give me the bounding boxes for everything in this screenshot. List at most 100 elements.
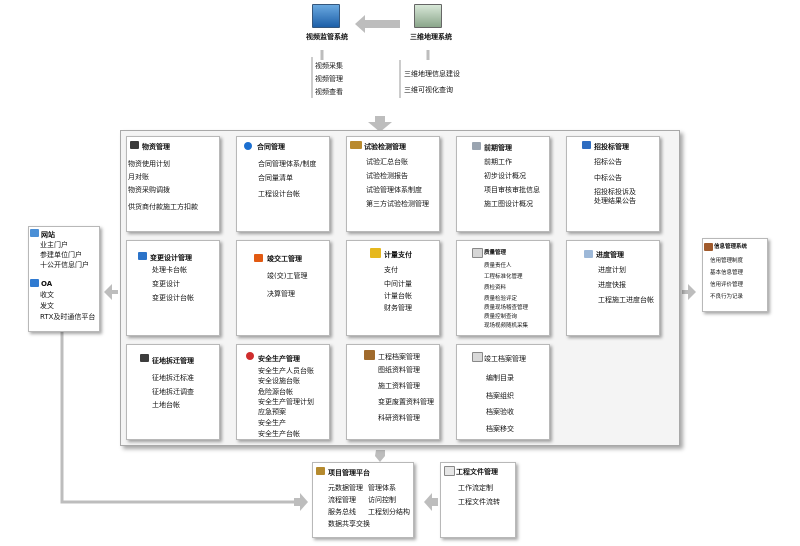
testing-item[interactable]: 试验汇总台账	[366, 158, 408, 166]
progress-item[interactable]: 进度快报	[598, 281, 626, 289]
completion-archive-item[interactable]: 档案组织	[486, 392, 514, 400]
preliminary-item[interactable]: 施工图设计概况	[484, 200, 533, 208]
video-system-title[interactable]: 视频监管系统	[306, 33, 348, 41]
safety-item[interactable]: 危险源台帐	[258, 388, 293, 396]
platform-item[interactable]: 元数据管理	[328, 484, 363, 492]
demolition-item[interactable]: 征地拆迁标准	[152, 374, 194, 382]
video-item[interactable]: 视频采集	[315, 62, 343, 70]
design-change-title[interactable]: 变更设计管理	[150, 254, 192, 262]
quality-title[interactable]: 质量管理	[484, 250, 507, 256]
platform-item[interactable]: 流程管理	[328, 496, 356, 504]
materials-item[interactable]: 物资采购调拨	[128, 186, 170, 194]
oa-item[interactable]: 收文	[40, 291, 54, 299]
quality-item[interactable]: 现场视频随机采集	[484, 323, 529, 329]
design-change-item[interactable]: 变更设计台帐	[152, 294, 194, 302]
contract-item[interactable]: 工程设计台帐	[258, 190, 300, 198]
files-item[interactable]: 工作流定制	[458, 484, 493, 492]
payment-item[interactable]: 计量台帐	[384, 292, 412, 300]
completion-archive-item[interactable]: 档案移交	[486, 425, 514, 433]
credit-item[interactable]: 信用评价管理	[710, 282, 744, 288]
payment-title[interactable]: 计量支付	[384, 251, 412, 259]
quality-item[interactable]: 质量控制查询	[484, 314, 518, 320]
video-item[interactable]: 视频查看	[315, 88, 343, 96]
payment-item[interactable]: 支付	[384, 266, 398, 274]
site-title[interactable]: 网站	[41, 231, 55, 239]
payment-item[interactable]: 中间计量	[384, 280, 412, 288]
files-title[interactable]: 工程文件管理	[456, 468, 498, 476]
contract-title[interactable]: 合同管理	[257, 143, 285, 151]
quality-item[interactable]: 质量责任人	[484, 263, 512, 269]
oa-item[interactable]: RTX及时通信平台	[40, 313, 96, 321]
eng-archive-item[interactable]: 变更废置资料管理	[378, 398, 434, 406]
platform-item[interactable]: 管理体系	[368, 484, 396, 492]
demolition-title[interactable]: 征地拆迁管理	[152, 357, 194, 365]
safety-item[interactable]: 安全设施台账	[258, 377, 300, 385]
video-item[interactable]: 视频管理	[315, 75, 343, 83]
payment-item[interactable]: 财务管理	[384, 304, 412, 312]
quality-item[interactable]: 质量检验评定	[484, 296, 518, 302]
site-item[interactable]: 业主门户	[40, 241, 68, 249]
eng-archive-item[interactable]: 科研资料管理	[378, 414, 420, 422]
design-change-item[interactable]: 变更设计	[152, 280, 180, 288]
site-item[interactable]: 参建单位门户	[40, 251, 82, 259]
contract-item[interactable]: 合同管理体系/制度	[258, 160, 317, 168]
testing-title[interactable]: 试验检测管理	[364, 143, 406, 151]
gis-item[interactable]: 三维可视化查询	[404, 86, 453, 94]
tender-item[interactable]: 中标公告	[594, 174, 622, 182]
demolition-item[interactable]: 土地台帐	[152, 401, 180, 409]
testing-item[interactable]: 第三方试验检测管理	[366, 200, 429, 208]
completion-item[interactable]: 竣(交)工管理	[267, 272, 308, 280]
progress-item[interactable]: 进度计划	[598, 266, 626, 274]
credit-item[interactable]: 不良行为记录	[710, 294, 744, 300]
quality-item[interactable]: 工程标准化管理	[484, 274, 523, 280]
completion-archive-title[interactable]: 竣工档案管理	[484, 355, 526, 363]
completion-title[interactable]: 竣交工管理	[267, 255, 302, 263]
eng-archive-item[interactable]: 图纸资料管理	[378, 366, 420, 374]
gis-system-title[interactable]: 三维地理系统	[410, 33, 452, 41]
materials-title[interactable]: 物资管理	[142, 143, 170, 151]
eng-archive-item[interactable]: 施工资料管理	[378, 382, 420, 390]
credit-item[interactable]: 信用管理制度	[710, 258, 744, 264]
site-item[interactable]: 十公开信息门户	[40, 261, 89, 269]
materials-item[interactable]: 月对账	[128, 173, 149, 181]
contract-item[interactable]: 合同量清单	[258, 174, 293, 182]
quality-item[interactable]: 质检资料	[484, 285, 507, 291]
testing-item[interactable]: 试验检测报告	[366, 172, 408, 180]
progress-title[interactable]: 进度管理	[596, 251, 624, 259]
safety-item[interactable]: 安全生产台帐	[258, 430, 300, 438]
testing-item[interactable]: 试验管理体系制度	[366, 186, 422, 194]
tender-item[interactable]: 处理结果公告	[594, 197, 636, 205]
demolition-item[interactable]: 征地拆迁调查	[152, 388, 194, 396]
files-item[interactable]: 工程文件流转	[458, 498, 500, 506]
safety-item[interactable]: 安全生产人员台账	[258, 367, 314, 375]
safety-item[interactable]: 安全生产管理计划	[258, 398, 314, 406]
preliminary-title[interactable]: 前期管理	[484, 144, 512, 152]
platform-title[interactable]: 项目管理平台	[328, 469, 370, 477]
preliminary-item[interactable]: 前期工作	[484, 158, 512, 166]
completion-archive-item[interactable]: 档案验收	[486, 408, 514, 416]
completion-item[interactable]: 决算管理	[267, 290, 295, 298]
oa-title[interactable]: OA	[41, 280, 53, 288]
tender-item[interactable]: 招标公告	[594, 158, 622, 166]
materials-item[interactable]: 供货商付款施工方扣款	[128, 203, 198, 211]
eng-archive-title[interactable]: 工程档案管理	[378, 353, 420, 361]
platform-item[interactable]: 访问控制	[368, 496, 396, 504]
safety-item[interactable]: 应急预案	[258, 408, 286, 416]
gis-item[interactable]: 三维地理信息建设	[404, 70, 460, 78]
materials-item[interactable]: 物资使用计划	[128, 160, 170, 168]
safety-item[interactable]: 安全生产	[258, 419, 286, 427]
design-change-item[interactable]: 处理卡台帐	[152, 266, 187, 274]
quality-item[interactable]: 质量现场稽查管理	[484, 305, 529, 311]
completion-archive-item[interactable]: 编制目录	[486, 374, 514, 382]
progress-item[interactable]: 工程施工进度台帐	[598, 296, 654, 304]
credit-title[interactable]: 信息管理系统	[714, 244, 748, 250]
tender-title[interactable]: 招投标管理	[594, 143, 629, 151]
platform-item[interactable]: 数据共享交换	[328, 520, 370, 528]
credit-item[interactable]: 基本信息管理	[710, 270, 744, 276]
safety-title[interactable]: 安全生产管理	[258, 355, 300, 363]
tender-item[interactable]: 招投标投诉及	[594, 188, 636, 196]
platform-item[interactable]: 服务总线	[328, 508, 356, 516]
platform-item[interactable]: 工程划分结构	[368, 508, 410, 516]
preliminary-item[interactable]: 初步设计概况	[484, 172, 526, 180]
oa-item[interactable]: 发文	[40, 302, 54, 310]
